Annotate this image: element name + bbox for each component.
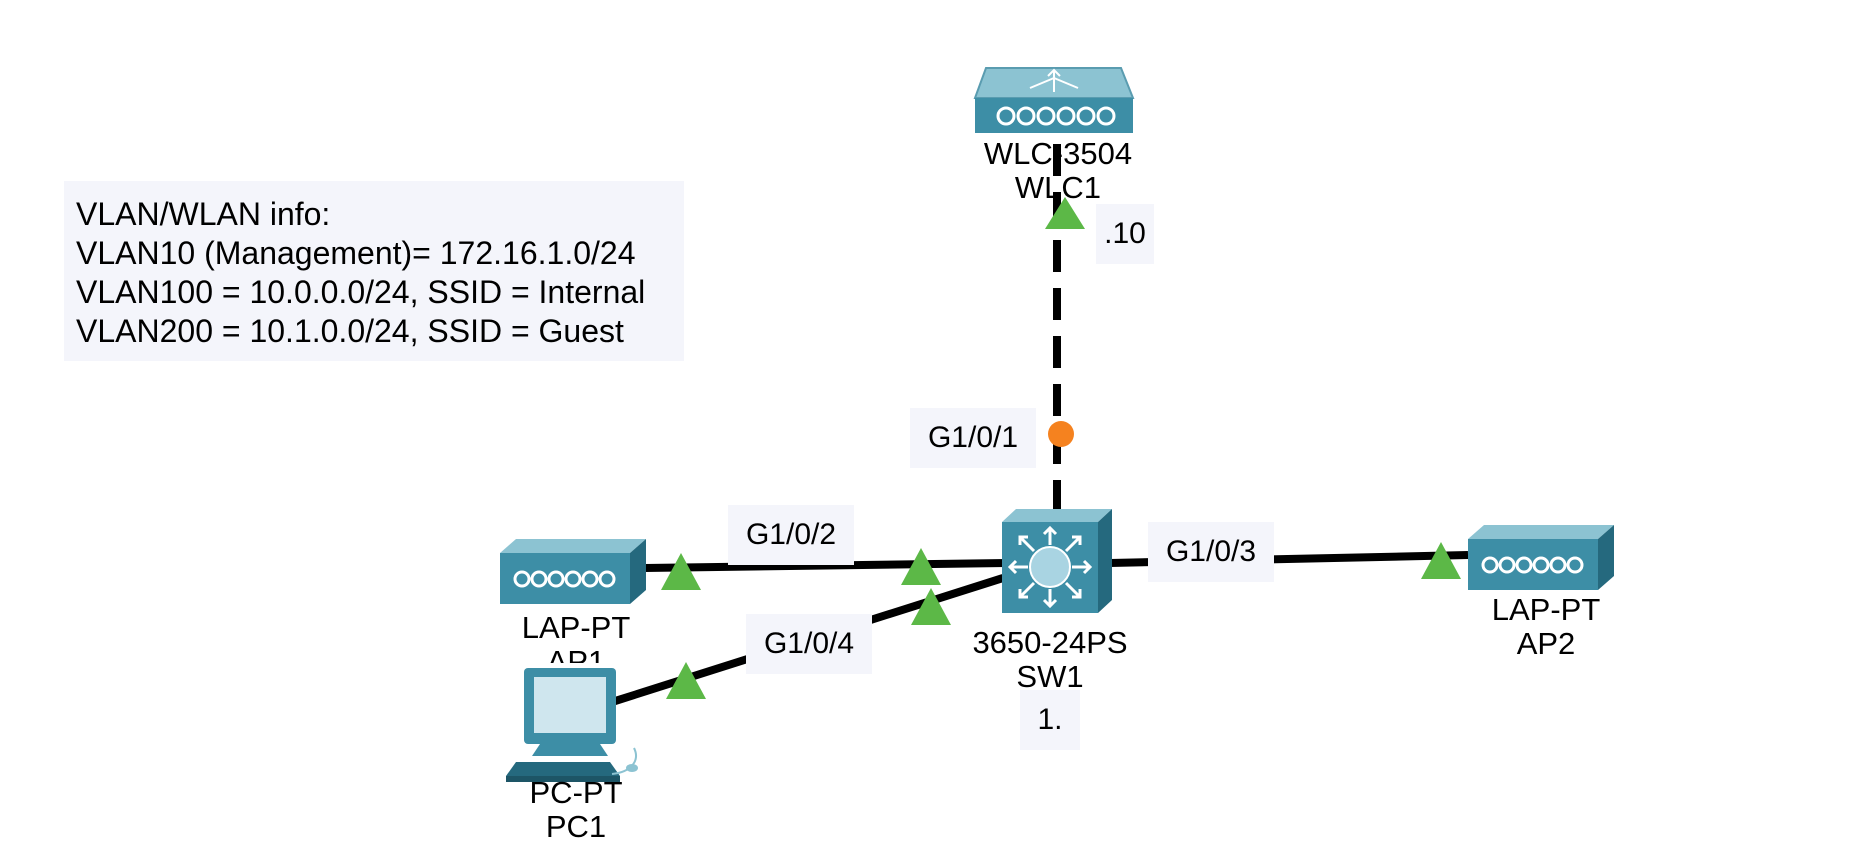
wireless-lan-controller-icon[interactable] xyxy=(973,67,1135,133)
lightweight-access-point-icon[interactable] xyxy=(500,539,646,604)
multilayer-switch-icon[interactable] xyxy=(1002,509,1112,613)
wlc1-ip-label: .10 xyxy=(1096,204,1154,264)
pc1-label: PC-PT PC1 xyxy=(486,776,666,844)
note-line: VLAN100 = 10.0.0.0/24, SSID = Internal xyxy=(76,274,646,310)
sw1-model: 3650-24PS xyxy=(972,625,1128,660)
note-line: VLAN10 (Management)= 172.16.1.0/24 xyxy=(76,235,636,271)
status-pending-dot xyxy=(1048,421,1074,447)
ap1-name: AP1 xyxy=(546,644,606,664)
wlc1-label: WLC-3504 WLC1 xyxy=(968,137,1148,205)
vlan-wlan-info-note: VLAN/WLAN info: VLAN10 (Management)= 172… xyxy=(64,181,684,361)
pc1-name: PC1 xyxy=(545,809,607,844)
sw1-ip-label: 1. xyxy=(1020,690,1080,750)
port-label-g1-0-1: G1/0/1 xyxy=(910,408,1036,468)
status-up-triangle xyxy=(661,553,701,590)
note-line: VLAN200 = 10.1.0.0/24, SSID = Guest xyxy=(76,313,624,349)
port-label-g1-0-4: G1/0/4 xyxy=(746,614,872,674)
ap2-label: LAP-PT AP2 xyxy=(1456,593,1636,661)
status-up-triangle xyxy=(911,588,951,625)
ap1-model: LAP-PT xyxy=(521,611,631,645)
link-sw1-ap1 xyxy=(644,559,1007,572)
ap1-label: LAP-PT AP1 xyxy=(486,611,666,663)
status-up-triangle xyxy=(1045,197,1085,229)
wlc1-model: WLC-3504 xyxy=(983,136,1133,171)
pc-icon[interactable] xyxy=(506,668,638,782)
status-up-triangle xyxy=(666,662,706,699)
status-up-triangle xyxy=(901,548,941,585)
port-label-g1-0-2: G1/0/2 xyxy=(728,505,854,565)
link-status-indicators xyxy=(661,197,1461,699)
lightweight-access-point-icon[interactable] xyxy=(1468,525,1614,590)
note-line: VLAN/WLAN info: xyxy=(76,196,331,232)
status-up-triangle xyxy=(1421,542,1461,579)
wlc1-name: WLC1 xyxy=(1014,170,1102,205)
sw1-name: SW1 xyxy=(1016,659,1084,694)
ap2-model: LAP-PT xyxy=(1491,592,1601,627)
ap2-name: AP2 xyxy=(1516,626,1576,661)
pc1-model: PC-PT xyxy=(529,775,623,810)
sw1-label: 3650-24PS SW1 xyxy=(960,626,1140,694)
port-label-g1-0-3: G1/0/3 xyxy=(1148,522,1274,582)
